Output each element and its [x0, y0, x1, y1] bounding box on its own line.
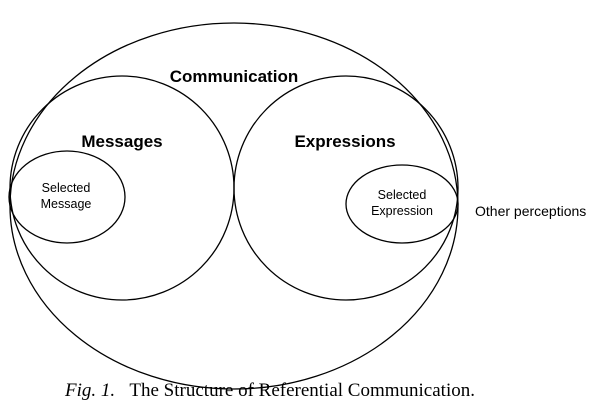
caption-text: The Structure of Referential Communicati…: [129, 380, 475, 401]
selected-expression-label-line1: Selected: [378, 188, 427, 202]
expressions-label: Expressions: [294, 132, 395, 151]
selected-message-label-line2: Message: [41, 197, 92, 211]
messages-label: Messages: [81, 132, 162, 151]
caption-gap: [115, 380, 129, 401]
selected-message-label-line1: Selected: [42, 181, 91, 195]
expressions-circle: [233, 75, 459, 301]
figure-caption: Fig. 1. The Structure of Referential Com…: [64, 380, 475, 401]
communication-label: Communication: [170, 67, 298, 86]
selected-expression-label-line2: Expression: [371, 204, 433, 218]
selected-expression-ellipse: [345, 164, 459, 244]
other-perceptions-label: Other perceptions: [475, 203, 586, 219]
selected-message-ellipse: [8, 150, 126, 244]
figure-number: Fig. 1.: [64, 380, 115, 401]
